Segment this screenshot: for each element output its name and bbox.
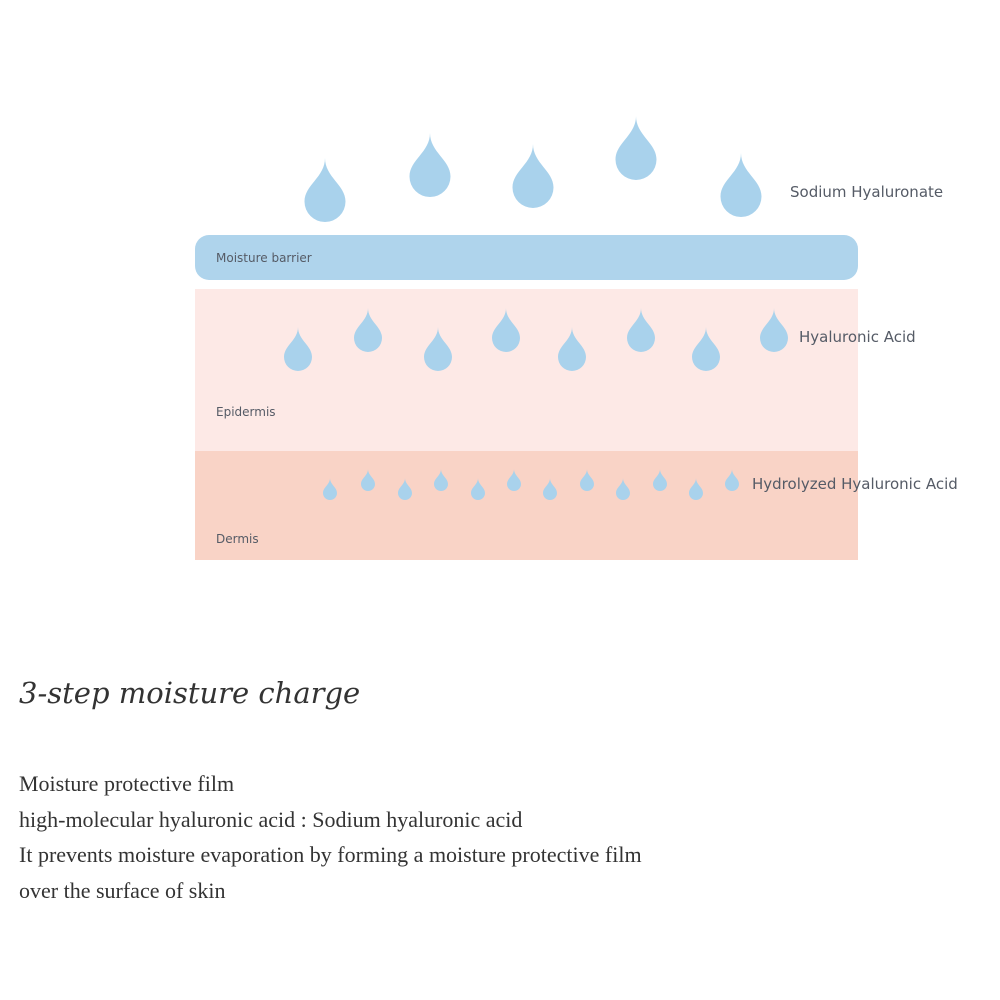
description-line: Moisture protective film (19, 771, 235, 796)
large-water-drop-icon (615, 116, 657, 180)
sodium-hyaluronate-label: Sodium Hyaluronate (790, 183, 943, 201)
small-water-drop-icon (471, 478, 485, 500)
moisture-barrier-layer (195, 235, 858, 280)
medium-water-drop-icon (492, 308, 520, 352)
large-water-drop-icon (720, 153, 762, 217)
small-water-drop-icon (653, 469, 667, 491)
small-water-drop-icon (616, 478, 630, 500)
medium-water-drop-icon (627, 308, 655, 352)
medium-water-drop-icon (354, 308, 382, 352)
epidermis-label: Epidermis (216, 405, 276, 419)
skin-layer-diagram: Moisture barrier Epidermis Dermis Sodium… (195, 116, 958, 560)
description-line: high-molecular hyaluronic acid : Sodium … (19, 806, 523, 832)
small-water-drop-icon (507, 469, 521, 491)
section-heading: 3-step moisture charge (19, 676, 361, 710)
moisture-barrier-label: Moisture barrier (216, 251, 312, 265)
medium-water-drop-icon (692, 327, 720, 371)
dermis-label: Dermis (216, 532, 259, 546)
medium-water-drop-icon (558, 327, 586, 371)
small-water-drop-icon (543, 478, 557, 500)
large-water-drop-icon (304, 158, 346, 222)
epidermis-layer (195, 289, 858, 451)
large-water-drop-icon (409, 133, 451, 197)
small-water-drop-icon (725, 469, 739, 491)
small-water-drop-icon (361, 469, 375, 491)
description-line: over the surface of skin (19, 877, 226, 903)
small-water-drop-icon (323, 478, 337, 500)
description-line: It prevents moisture evaporation by form… (19, 842, 642, 867)
medium-water-drop-icon (760, 308, 788, 352)
small-water-drop-icon (580, 469, 594, 491)
dermis-layer (195, 451, 858, 560)
hydrolyzed-hyaluronic-acid-label: Hydrolyzed Hyaluronic Acid (752, 475, 958, 493)
small-water-drop-icon (398, 478, 412, 500)
small-water-drop-icon (689, 478, 703, 500)
medium-water-drop-icon (424, 327, 452, 371)
large-water-drop-icon (512, 144, 554, 208)
medium-water-drop-icon (284, 327, 312, 371)
description: Moisture protective film high-molecular … (19, 766, 642, 908)
small-water-drop-icon (434, 469, 448, 491)
hyaluronic-acid-label: Hyaluronic Acid (799, 328, 916, 346)
